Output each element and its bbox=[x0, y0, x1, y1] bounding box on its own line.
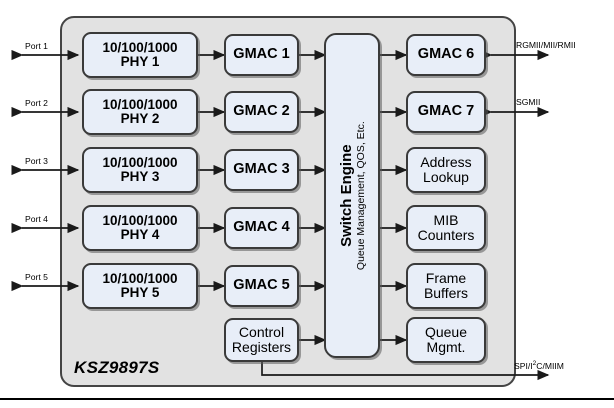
bottom-divider-rule bbox=[0, 398, 614, 400]
port-label-3: Port 3 bbox=[25, 156, 48, 166]
phy-3-line2: PHY 3 bbox=[120, 169, 160, 184]
phy-4-line2: PHY 4 bbox=[120, 227, 160, 242]
switch-engine-subtitle: Queue Management, QOS, Etc. bbox=[354, 121, 367, 270]
spi-label-pre: SPI/I bbox=[514, 360, 533, 371]
gmac-5-label: GMAC 5 bbox=[233, 277, 290, 294]
phy-2-line2: PHY 2 bbox=[120, 111, 160, 126]
gmac-3-label: GMAC 3 bbox=[233, 161, 290, 178]
interface-label-spi-i2c-miim: SPI/I2C/MIIM bbox=[514, 360, 564, 371]
block-gmac-1: GMAC 1 bbox=[224, 34, 299, 76]
switch-engine-title: Switch Engine bbox=[337, 144, 355, 247]
mib-counters-line2: Counters bbox=[417, 227, 475, 243]
control-registers-line1: Control bbox=[238, 324, 285, 341]
interface-label-sgmii: SGMII bbox=[516, 97, 541, 107]
block-phy-4: 10/100/1000 PHY 4 bbox=[82, 205, 198, 251]
block-queue-mgmt: Queue Mgmt. bbox=[406, 317, 486, 363]
control-registers-line2: Registers bbox=[231, 339, 292, 355]
block-address-lookup: Address Lookup bbox=[406, 147, 486, 193]
block-switch-engine: Switch Engine Queue Management, QOS, Etc… bbox=[324, 33, 380, 358]
block-gmac-4: GMAC 4 bbox=[224, 207, 299, 249]
address-lookup-line1: Address bbox=[420, 154, 472, 171]
frame-buffers-line1: Frame bbox=[425, 270, 467, 287]
port-label-2: Port 2 bbox=[25, 98, 48, 108]
phy-2-line1: 10/100/1000 bbox=[102, 96, 178, 112]
block-phy-1: 10/100/1000 PHY 1 bbox=[82, 32, 198, 78]
block-gmac-3: GMAC 3 bbox=[224, 149, 299, 191]
queue-mgmt-line1: Queue bbox=[424, 324, 468, 341]
queue-mgmt-line2: Mgmt. bbox=[426, 339, 466, 355]
spi-label-post: C/MIIM bbox=[536, 360, 564, 371]
block-control-registers: Control Registers bbox=[224, 318, 299, 362]
block-phy-5: 10/100/1000 PHY 5 bbox=[82, 263, 198, 309]
gmac-2-label: GMAC 2 bbox=[233, 103, 290, 120]
block-gmac-5: GMAC 5 bbox=[224, 265, 299, 307]
block-gmac-6: GMAC 6 bbox=[406, 34, 486, 76]
gmac-4-label: GMAC 4 bbox=[233, 219, 290, 236]
gmac-6-label: GMAC 6 bbox=[417, 46, 475, 63]
chip-part-number-label: KSZ9897S bbox=[74, 358, 160, 377]
frame-buffers-line2: Buffers bbox=[423, 285, 469, 301]
phy-4-line1: 10/100/1000 bbox=[102, 212, 178, 228]
phy-3-line1: 10/100/1000 bbox=[102, 154, 178, 170]
spi-label-sup: 2 bbox=[532, 360, 537, 367]
block-phy-2: 10/100/1000 PHY 2 bbox=[82, 89, 198, 135]
phy-5-line1: 10/100/1000 bbox=[102, 270, 178, 286]
address-lookup-line2: Lookup bbox=[423, 169, 469, 185]
block-gmac-7: GMAC 7 bbox=[406, 91, 486, 133]
interface-label-rgmii: RGMII/MII/RMII bbox=[516, 40, 576, 50]
port-label-4: Port 4 bbox=[25, 214, 48, 224]
block-mib-counters: MIB Counters bbox=[406, 205, 486, 251]
gmac-1-label: GMAC 1 bbox=[233, 46, 290, 63]
block-frame-buffers: Frame Buffers bbox=[406, 263, 486, 309]
block-phy-3: 10/100/1000 PHY 3 bbox=[82, 147, 198, 193]
block-gmac-2: GMAC 2 bbox=[224, 91, 299, 133]
port-label-1: Port 1 bbox=[25, 41, 48, 51]
phy-5-line2: PHY 5 bbox=[120, 285, 160, 300]
phy-1-line2: PHY 1 bbox=[120, 54, 160, 69]
mib-counters-line1: MIB bbox=[433, 212, 459, 229]
gmac-7-label: GMAC 7 bbox=[417, 103, 475, 120]
phy-1-line1: 10/100/1000 bbox=[102, 39, 178, 55]
port-label-5: Port 5 bbox=[25, 272, 48, 282]
